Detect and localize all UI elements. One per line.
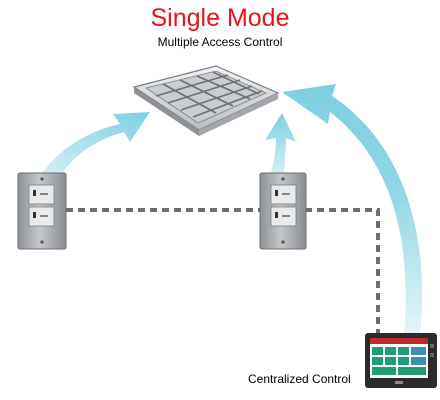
wall-switch-icon xyxy=(17,172,67,250)
diagram-title: Single Mode xyxy=(150,4,290,32)
arrow-left-switch-to-light xyxy=(40,112,150,180)
arrow-right-switch-to-light xyxy=(265,113,296,177)
ceiling-light-fixture-icon xyxy=(132,65,280,136)
wall-switch-icon xyxy=(259,172,307,250)
diagram-subtitle: Multiple Access Control xyxy=(157,35,283,49)
centralized-control-label: Centralized Control xyxy=(248,372,351,386)
touch-panel-icon xyxy=(365,333,437,388)
arrow-controller-to-light xyxy=(282,84,423,335)
connection-line-controller xyxy=(305,208,380,345)
